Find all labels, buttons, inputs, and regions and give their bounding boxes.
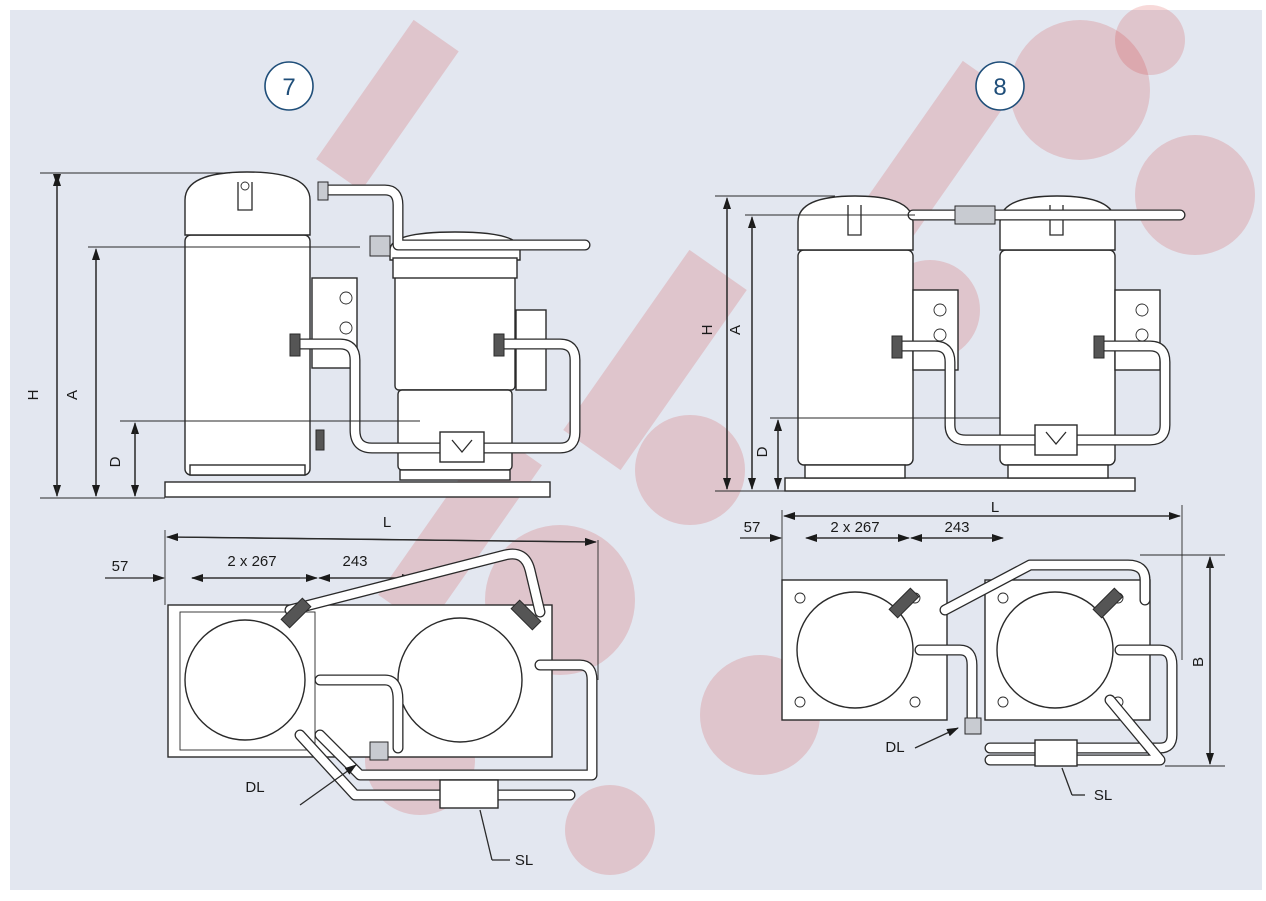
suction-valve-8 bbox=[1034, 424, 1078, 456]
figure-8-label-b: B bbox=[1190, 657, 1207, 667]
compressor-1-top bbox=[184, 619, 306, 741]
figure-7-top-view bbox=[105, 530, 599, 861]
base-frame-8 bbox=[784, 477, 1136, 492]
figure-8-label-243: 243 bbox=[944, 519, 969, 536]
figure-7: 7 bbox=[25, 61, 599, 869]
figure-8-label-57: 57 bbox=[744, 519, 761, 536]
figure-8-number: 8 bbox=[993, 74, 1006, 101]
suction-valve-8-top bbox=[1034, 739, 1078, 767]
base-frame bbox=[164, 481, 551, 498]
figure-8-label-a: A bbox=[727, 325, 744, 335]
figure-8-badge bbox=[975, 61, 1025, 111]
compressor-1-dome bbox=[184, 171, 311, 236]
figure-8-label-spacing: 2 x 267 bbox=[830, 519, 879, 536]
figure-7-label-h: H bbox=[25, 390, 42, 401]
figure-7-label-a: A bbox=[64, 390, 81, 400]
figure-7-label-sl: SL bbox=[515, 852, 533, 869]
figure-7-label-spacing: 2 x 267 bbox=[227, 553, 276, 570]
figure-8-label-d: D bbox=[754, 446, 771, 457]
compressor-b-top bbox=[996, 591, 1114, 709]
figure-8-side-view bbox=[715, 195, 1186, 492]
figure-7-side-view bbox=[40, 171, 591, 499]
compressor-2-shell bbox=[394, 274, 516, 391]
figure-7-label-d: D bbox=[107, 456, 124, 467]
figure-8-label-l: L bbox=[991, 499, 999, 516]
figure-8-label-sl: SL bbox=[1094, 787, 1112, 804]
compressor-a-top bbox=[796, 591, 914, 709]
figure-7-label-243: 243 bbox=[342, 553, 367, 570]
figure-8: 8 bbox=[699, 61, 1225, 804]
suction-valve-top bbox=[439, 779, 499, 809]
suction-valve bbox=[439, 431, 485, 463]
figure-8-top-view bbox=[740, 505, 1225, 796]
figure-7-label-dl: DL bbox=[245, 779, 264, 796]
compressor-2-top bbox=[397, 617, 523, 743]
figure-7-number: 7 bbox=[282, 74, 295, 101]
figure-7-label-l: L bbox=[383, 514, 391, 531]
figure-8-label-h: H bbox=[699, 325, 716, 336]
figure-7-label-57: 57 bbox=[112, 558, 129, 575]
figure-8-label-dl: DL bbox=[885, 739, 904, 756]
figure-7-badge bbox=[264, 61, 314, 111]
